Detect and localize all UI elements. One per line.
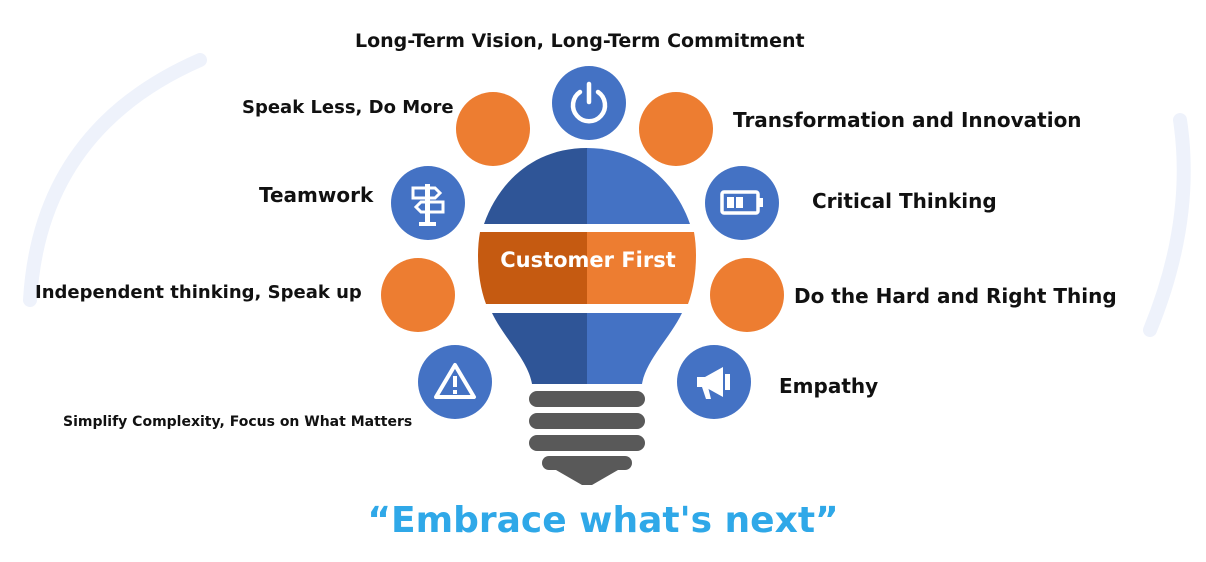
label-long-term-vision: Long-Term Vision, Long-Term Commitment — [355, 30, 805, 52]
bulb-ring-2 — [529, 413, 645, 429]
bulb-ring-4 — [542, 456, 632, 470]
label-empathy: Empathy — [779, 374, 879, 398]
bulb-ring-3 — [529, 435, 645, 451]
bulb-dome-left — [484, 148, 587, 224]
signpost-icon — [391, 166, 465, 240]
label-critical-thinking: Critical Thinking — [812, 189, 997, 213]
center-label: Customer First — [500, 248, 676, 272]
bulb-body-right — [587, 313, 682, 384]
label-speak-less: Speak Less, Do More — [242, 97, 454, 118]
warning-icon — [418, 345, 492, 419]
label-teamwork: Teamwork — [259, 183, 374, 207]
orange-circle-hard-right — [710, 258, 784, 332]
label-simplify-complexity: Simplify Complexity, Focus on What Matte… — [63, 414, 413, 430]
bulb-dome-right — [587, 148, 690, 224]
label-hard-right-thing: Do the Hard and Right Thing — [794, 284, 1117, 308]
bulb-band-left — [478, 232, 587, 304]
bulb-band-right — [587, 232, 696, 304]
power-icon — [552, 66, 626, 140]
orange-circle-independent — [381, 258, 455, 332]
tagline: “Embrace what's next” — [367, 500, 839, 541]
light-bulb — [478, 148, 696, 485]
label-transformation: Transformation and Innovation — [733, 108, 1082, 132]
orange-circle-speak-less — [456, 92, 530, 166]
label-independent-thinking: Independent thinking, Speak up — [35, 282, 362, 303]
bulb-body-left — [492, 313, 587, 384]
bulb-tip — [556, 470, 618, 485]
bulb-ring-1 — [529, 391, 645, 407]
battery-icon — [705, 166, 779, 240]
megaphone-icon — [677, 345, 751, 419]
orange-circle-transformation — [639, 92, 713, 166]
